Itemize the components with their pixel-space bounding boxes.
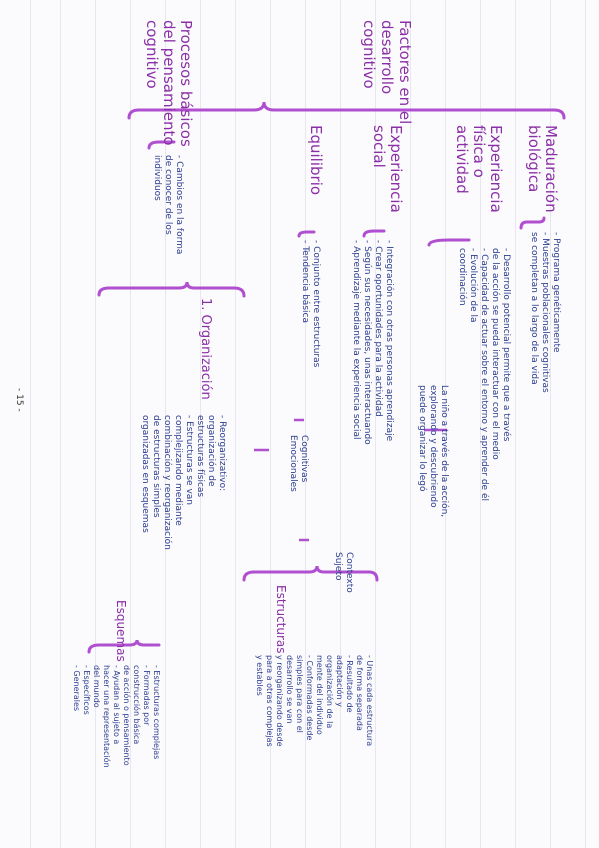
root-title: Factores en el desarrollo cognitivo xyxy=(360,20,414,125)
equilibrio-items: - Conjunto entre estructuras - Tendencia… xyxy=(300,240,321,368)
page-number: - 15 - xyxy=(14,388,24,412)
equilibrio-title: Equilibrio xyxy=(307,125,325,196)
social-items: - Integración con otras personas aprendi… xyxy=(351,240,394,445)
fisica-note: La niño a través de la acción, explorand… xyxy=(417,385,449,518)
esquemas-brace xyxy=(87,639,161,654)
procesos-items: - Cambios en la forma de conocer de los … xyxy=(152,155,184,255)
social-note: Contexto Sujeto xyxy=(333,552,354,593)
maduracion-title: Maduración biológica xyxy=(525,125,560,213)
maduracion-brace xyxy=(519,216,546,230)
fisica-title: Experiencia física o actividad xyxy=(453,125,505,213)
estructuras-items: - Unas cada estructura de forma separada… xyxy=(255,655,374,747)
organizacion-brace xyxy=(97,281,246,298)
procesos-brace xyxy=(147,140,176,150)
fisica-brace xyxy=(427,238,471,247)
social-brace xyxy=(362,229,386,238)
fisica-items: - Desarrollo potencial permite que a tra… xyxy=(457,248,511,501)
organizacion-items: - Reorganizativo: organización de estruc… xyxy=(140,415,227,550)
estructuras-title: Estructuras xyxy=(274,585,288,654)
equilibrio-note: Cognitivas Emocionales xyxy=(288,435,309,492)
organizacion-title: 1. Organización xyxy=(198,298,213,400)
procesos-title: Procesos básicos del pensamiento cogniti… xyxy=(143,20,195,147)
equilibrio-brace xyxy=(297,230,316,238)
root-brace xyxy=(127,101,566,120)
esquemas-items: - Estructuras complejas - Formadas por c… xyxy=(72,665,161,768)
estructuras-brace xyxy=(242,565,379,582)
esquemas-title: Esquemas xyxy=(114,600,128,662)
maduracion-items: - Programa genéticamente - Muestras pobl… xyxy=(529,232,561,393)
social-title: Experiencia social xyxy=(370,125,405,213)
